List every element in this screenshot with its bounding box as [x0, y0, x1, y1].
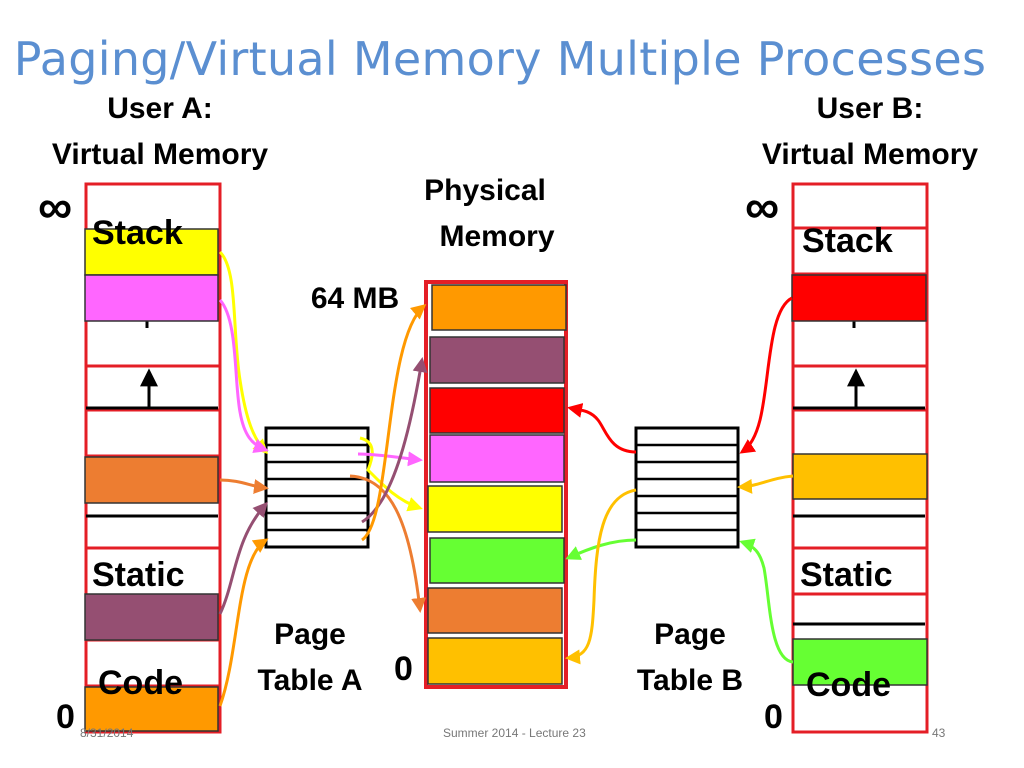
user-a-page-orange [84, 456, 219, 504]
user-a-heading-line1: User A: [107, 92, 213, 125]
page-table-b-label: Page Table B [620, 612, 760, 704]
user-a-zero-label: 0 [56, 698, 75, 736]
user-b-infinity-icon: ∞ [745, 181, 780, 234]
arrow-pb-gold [565, 488, 637, 665]
arrow-pa-yellow [359, 436, 423, 512]
user-a-code-label: Code [98, 664, 183, 702]
user-a-page-pink [84, 274, 219, 322]
arrow-b-red [739, 296, 793, 454]
page-table-b [634, 426, 740, 549]
user-a-heading: User A: Virtual Memory [20, 86, 300, 178]
arrow-b-gold [737, 474, 794, 494]
user-a-infinity-icon: ∞ [38, 181, 73, 234]
user-b-page-gold [792, 453, 928, 500]
arrow-a-amber [218, 538, 269, 707]
arrow-a-purple [218, 501, 268, 615]
user-b-mapping-arrows [737, 296, 794, 664]
frame-amber [431, 284, 567, 331]
user-a-page-yellow [84, 228, 219, 276]
arrow-pb-red [567, 402, 637, 454]
frame-yellow [427, 485, 563, 533]
user-a-static-label: Static [92, 556, 185, 594]
arrow-pb-green [565, 538, 637, 560]
frame-gold [427, 637, 563, 685]
page-table-b-line1: Page [654, 618, 726, 651]
arrow-a-yellow [218, 250, 269, 455]
frame-red [429, 387, 565, 434]
physical-memory-zero-label: 0 [394, 650, 413, 688]
user-b-virtual-memory [791, 182, 929, 734]
arrow-pa-orange [349, 474, 427, 613]
user-a-page-purple [84, 593, 219, 641]
user-b-zero-label: 0 [764, 698, 783, 736]
page-table-b-to-physical-arrows [565, 402, 637, 665]
arrow-pa-pink [357, 451, 423, 467]
user-a-page-amber [84, 686, 219, 732]
physical-memory-line2: Memory [439, 220, 555, 253]
page-table-a [264, 426, 370, 549]
page-table-a-line2: Table A [257, 664, 363, 697]
footer-lecture: Summer 2014 - Lecture 23 [443, 726, 586, 740]
frame-green [429, 537, 565, 584]
user-b-static-label: Static [800, 556, 893, 594]
arrow-b-green [739, 538, 794, 664]
arrow-pa-purple [361, 357, 428, 524]
user-a-stack-label: Stack [92, 214, 183, 252]
page-table-b-line2: Table B [636, 664, 744, 697]
arrow-pa-amber [361, 304, 427, 542]
user-b-heading: User B: Virtual Memory [730, 86, 1010, 178]
user-a-heading-line2: Virtual Memory [51, 138, 269, 171]
frame-pink [429, 434, 565, 483]
footer-page-number: 43 [932, 726, 946, 740]
arrow-a-orange [219, 478, 269, 494]
user-b-heading-line2: Virtual Memory [761, 138, 979, 171]
physical-memory-heading: Physical Memory [395, 168, 585, 260]
physical-memory-top-label: 64 MB [310, 282, 400, 315]
page-table-a-label: Page Table A [240, 612, 380, 704]
user-a-mapping-arrows [218, 250, 269, 707]
user-b-page-red [791, 274, 927, 322]
frame-orange [427, 587, 563, 634]
arrow-a-pink [218, 298, 269, 454]
physical-memory-column [424, 280, 568, 689]
frame-purple [429, 336, 565, 384]
page-table-a-line1: Page [274, 618, 346, 651]
user-b-code-label: Code [806, 666, 891, 704]
footer-date: 8/31/2014 [80, 726, 134, 740]
user-b-stack-label: Stack [802, 222, 893, 260]
physical-memory-line1: Physical [424, 174, 546, 207]
user-a-virtual-memory [84, 182, 222, 734]
slide-title: Paging/Virtual Memory Multiple Processes [13, 32, 987, 86]
user-b-heading-line1: User B: [816, 92, 924, 125]
page-table-a-to-physical-arrows [349, 304, 428, 613]
